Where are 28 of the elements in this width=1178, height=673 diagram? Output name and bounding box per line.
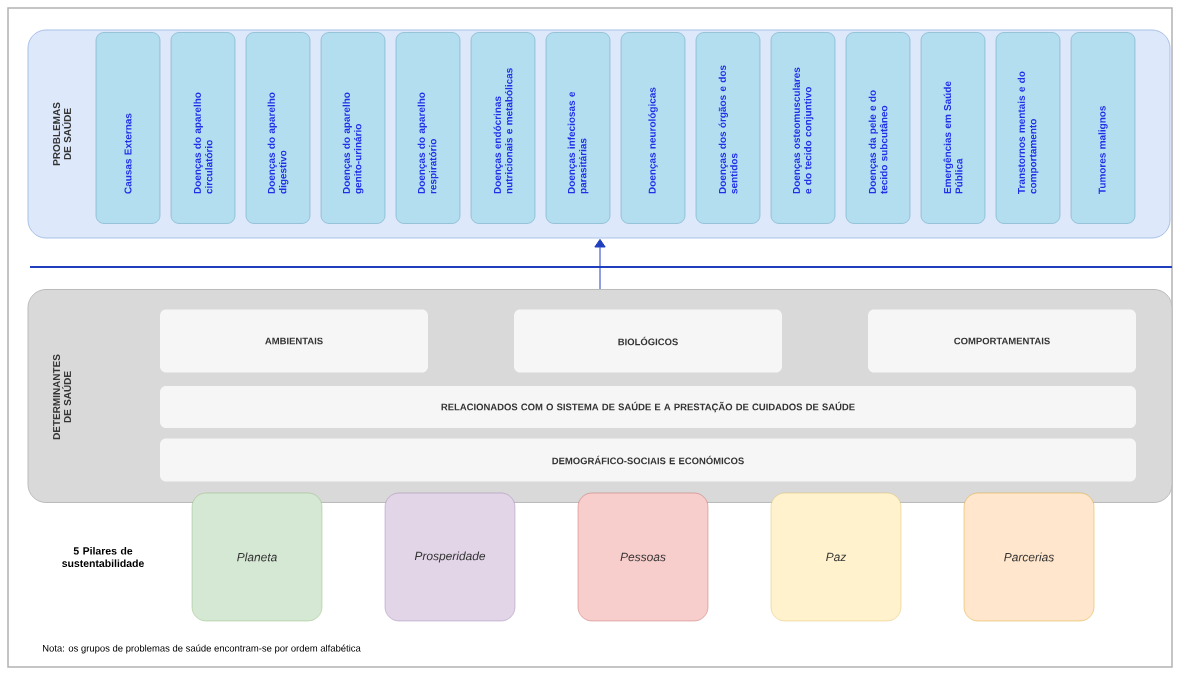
pillar-box: Pessoas — [577, 492, 709, 622]
row-label: 5 Pilares de sustentabilidade — [62, 546, 144, 568]
category-box: Doenças do aparelho respiratório — [395, 32, 461, 224]
category-box: Emergências em Saúde Pública — [920, 32, 986, 224]
category-box: Causas Externas — [95, 32, 161, 224]
pillar-box: Parcerias — [963, 492, 1095, 622]
note: Nota: os grupos de problemas de saúde encontram-se por ordem alfabética — [43, 644, 361, 654]
category-box: Doenças dos órgãos e dos sentidos — [695, 32, 761, 224]
category-box: Doenças infeciosas e parasitárias — [545, 32, 611, 224]
pillar-box: Prosperidade — [384, 492, 516, 622]
factor-box: AMBIENTAIS — [160, 309, 428, 373]
category-box: Doenças neurológicas — [620, 32, 686, 224]
pillar-box: Paz — [770, 492, 902, 622]
factor-box: COMPORTAMENTAIS — [868, 309, 1136, 373]
factor-box: RELACIONADOS COM O SISTEMA DE SAÚDE E A PRESTAÇÃO DE CUIDADOS DE SAÚDE — [160, 386, 1136, 428]
pillar-box: Planeta — [191, 492, 323, 622]
panel-heading: PROBLEMAS DE SAÚDE — [53, 102, 71, 166]
factor-box: BIOLÓGICOS — [514, 309, 782, 373]
category-box: Transtornos mentais e do comportamento — [995, 32, 1061, 224]
category-box: Doenças da pele e do tecido subcutâneo — [845, 32, 911, 224]
category-box: Tumores malignos — [1070, 32, 1136, 224]
category-box: Doenças endócrinas nutricionais e metabólicas — [470, 32, 536, 224]
panel-heading: DETERMINANTES DE SAÚDE — [53, 354, 71, 440]
category-box: Doenças do aparelho circulatório — [170, 32, 236, 224]
category-box: Doenças osteomusculares e do tecido conjuntivo — [770, 32, 836, 224]
category-box: Doenças do aparelho digestivo — [245, 32, 311, 224]
arrow — [594, 238, 606, 290]
factor-box: DEMOGRÁFICO-SOCIAIS E ECONÓMICOS — [160, 438, 1136, 482]
